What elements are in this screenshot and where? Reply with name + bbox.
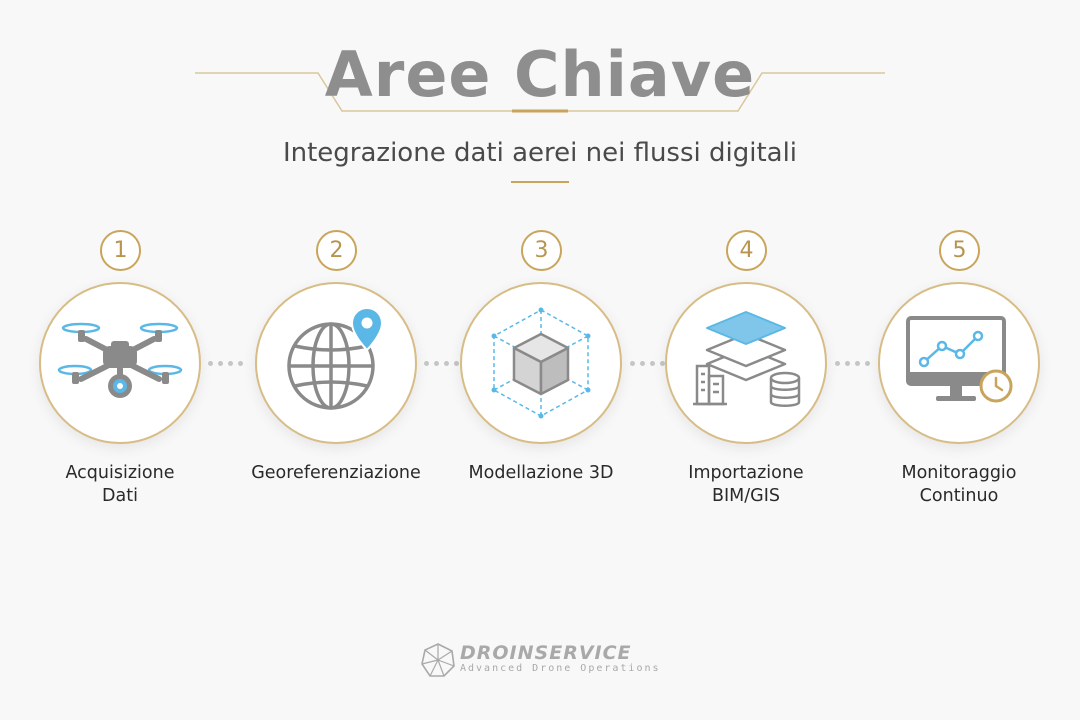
step-connector xyxy=(208,353,248,366)
globe-pin-icon xyxy=(287,306,384,410)
page-subtitle: Integrazione dati aerei nei flussi digit… xyxy=(282,138,798,168)
brand-tagline: Advanced Drone Operations xyxy=(460,663,661,674)
subtitle-divider xyxy=(511,181,569,183)
cube-icon xyxy=(491,307,591,419)
step-label: Monitoraggio Continuo xyxy=(901,463,1017,506)
step-number-badge: 4 xyxy=(726,230,767,271)
step-label: Georeferenziazione xyxy=(251,463,421,483)
step-number-badge: 5 xyxy=(939,230,980,271)
brand-name: DROINSERVICE xyxy=(460,642,632,664)
droinservice-logo-icon xyxy=(421,643,455,677)
monitor-chart-clock-icon xyxy=(906,316,1013,403)
header-frame-lines xyxy=(195,72,885,113)
step-connector xyxy=(630,353,670,366)
page-title: Aree Chiave xyxy=(324,38,756,111)
step-number-badge: 3 xyxy=(521,230,562,271)
step-icon-circle xyxy=(665,282,827,444)
step-number-badge: 2 xyxy=(316,230,357,271)
step-connector xyxy=(424,353,464,366)
step-icon-circle xyxy=(460,282,622,444)
step-icon-circle xyxy=(878,282,1040,444)
step-icon-circle xyxy=(255,282,417,444)
brand-logo: DROINSERVICE Advanced Drone Operations xyxy=(420,640,680,680)
step-icon-circle xyxy=(39,282,201,444)
drone-icon xyxy=(57,322,183,398)
step-label: Acquisizione Dati xyxy=(65,463,175,506)
step-label: Importazione BIM/GIS xyxy=(688,463,804,506)
step-label: Modellazione 3D xyxy=(468,463,614,483)
layers-buildings-database-icon xyxy=(693,311,801,407)
step-connector xyxy=(835,353,875,366)
step-number-badge: 1 xyxy=(100,230,141,271)
